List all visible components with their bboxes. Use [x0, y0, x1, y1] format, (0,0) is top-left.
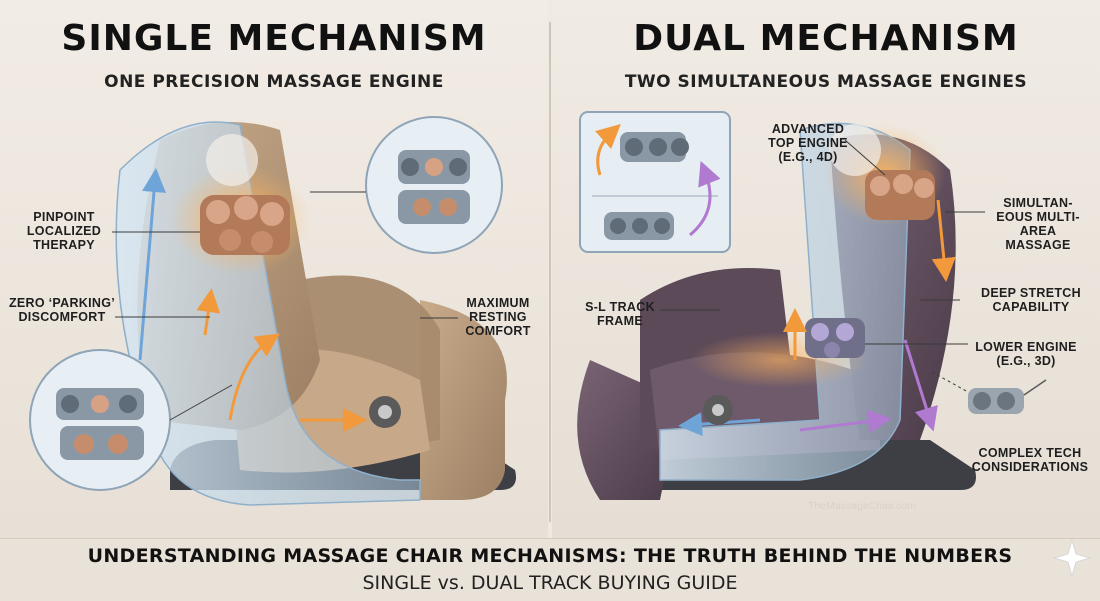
footer-subtitle: SINGLE vs. DUAL TRACK BUYING GUIDE	[362, 572, 738, 594]
dual-detail-inset	[579, 111, 731, 253]
panel-divider	[549, 22, 551, 522]
label-multi-area: SIMULTAN-EOUS MULTI-AREA MASSAGE	[996, 196, 1080, 252]
gear-icon	[369, 396, 401, 428]
label-deep-stretch: DEEP STRETCH CAPABILITY	[981, 286, 1081, 314]
label-zero-parking: ZERO ‘PARKING’ DISCOMFORT	[8, 296, 116, 324]
top-roller-mechanism	[865, 170, 935, 220]
label-lower-engine: LOWER ENGINE (e.g., 3D)	[975, 340, 1077, 368]
dual-subtitle: TWO SIMULTANEOUS MASSAGE ENGINES	[624, 72, 1028, 92]
illustration	[29, 111, 1047, 506]
label-max-resting: MAXIMUM RESTING COMFORT	[465, 296, 531, 338]
single-roller-mechanism	[200, 195, 290, 255]
label-advanced-top-engine: ADVANCED TOP ENGINE (e.g., 4D)	[768, 122, 848, 164]
single-detail-circle-bottom	[29, 349, 171, 491]
watermark: TheMassageChair.com	[808, 500, 916, 512]
head-silhouette	[206, 134, 258, 186]
single-mechanism-chair	[115, 121, 516, 506]
complex-tech-mechanism	[968, 379, 1047, 414]
label-pinpoint-therapy: PINPOINT LOCALIZED THERAPY	[26, 210, 102, 252]
head-silhouette	[829, 124, 881, 176]
lower-roller-mechanism	[805, 318, 865, 358]
dual-mechanism-chair	[577, 122, 976, 500]
dual-title: DUAL MECHANISM	[633, 18, 1019, 59]
footer-banner: UNDERSTANDING MASSAGE CHAIR MECHANISMS: …	[0, 538, 1100, 601]
sparkle-icon	[1052, 538, 1092, 578]
label-complex-tech: COMPLEX TECH CONSIDERATIONS	[971, 446, 1089, 474]
label-sl-track: S-L TRACK FRAME	[585, 300, 655, 328]
single-detail-circle-top	[365, 116, 503, 254]
footer-title: UNDERSTANDING MASSAGE CHAIR MECHANISMS: …	[87, 545, 1013, 567]
chair-legrest	[420, 300, 507, 500]
single-title: SINGLE MECHANISM	[61, 18, 487, 59]
single-subtitle: ONE PRECISION MASSAGE ENGINE	[104, 72, 444, 92]
gear-icon	[703, 395, 733, 425]
